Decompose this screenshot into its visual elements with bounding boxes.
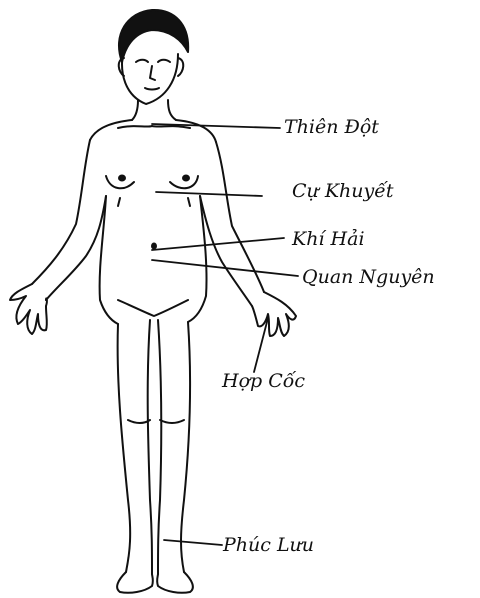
right-leg-outer [181, 322, 190, 572]
navel [152, 244, 156, 249]
left-nipple [119, 176, 125, 181]
label-cu-khuyet: Cự Khuyết [292, 182, 394, 201]
left-hand [10, 284, 47, 334]
leader-khi-hai [152, 238, 284, 250]
label-hop-coc: Hợp Cốc [222, 372, 305, 391]
label-khi-hai: Khí Hải [292, 230, 365, 249]
left-arm-inner [46, 196, 106, 300]
left-knee [128, 420, 150, 423]
rib-mark-right [188, 198, 190, 206]
label-thien-dot: Thiên Đột [284, 118, 379, 137]
right-knee [160, 420, 184, 423]
neck-right [168, 100, 176, 120]
mouth [145, 88, 159, 90]
label-phuc-luu: Phúc Lưu [223, 536, 314, 555]
nose [150, 66, 155, 80]
leader-phuc-luu [164, 540, 222, 545]
right-ear [178, 58, 183, 76]
leader-quan-nguyen [152, 260, 298, 276]
right-eye [158, 60, 170, 62]
left-leg-outer [118, 324, 131, 572]
rib-mark-left [118, 198, 120, 206]
left-foot [117, 572, 153, 593]
right-hand [252, 292, 296, 336]
left-leg-inner [148, 320, 152, 574]
leader-cu-khuyet [156, 192, 262, 196]
neck-left [132, 100, 138, 120]
groin [118, 300, 188, 316]
left-shoulder [90, 120, 132, 140]
label-quan-nguyen: Quan Nguyên [302, 268, 435, 287]
right-nipple [183, 176, 189, 181]
right-leg-inner [158, 320, 161, 574]
right-foot [157, 572, 193, 593]
left-eye [136, 60, 148, 62]
right-shoulder [176, 120, 216, 142]
collarbones [118, 126, 190, 128]
